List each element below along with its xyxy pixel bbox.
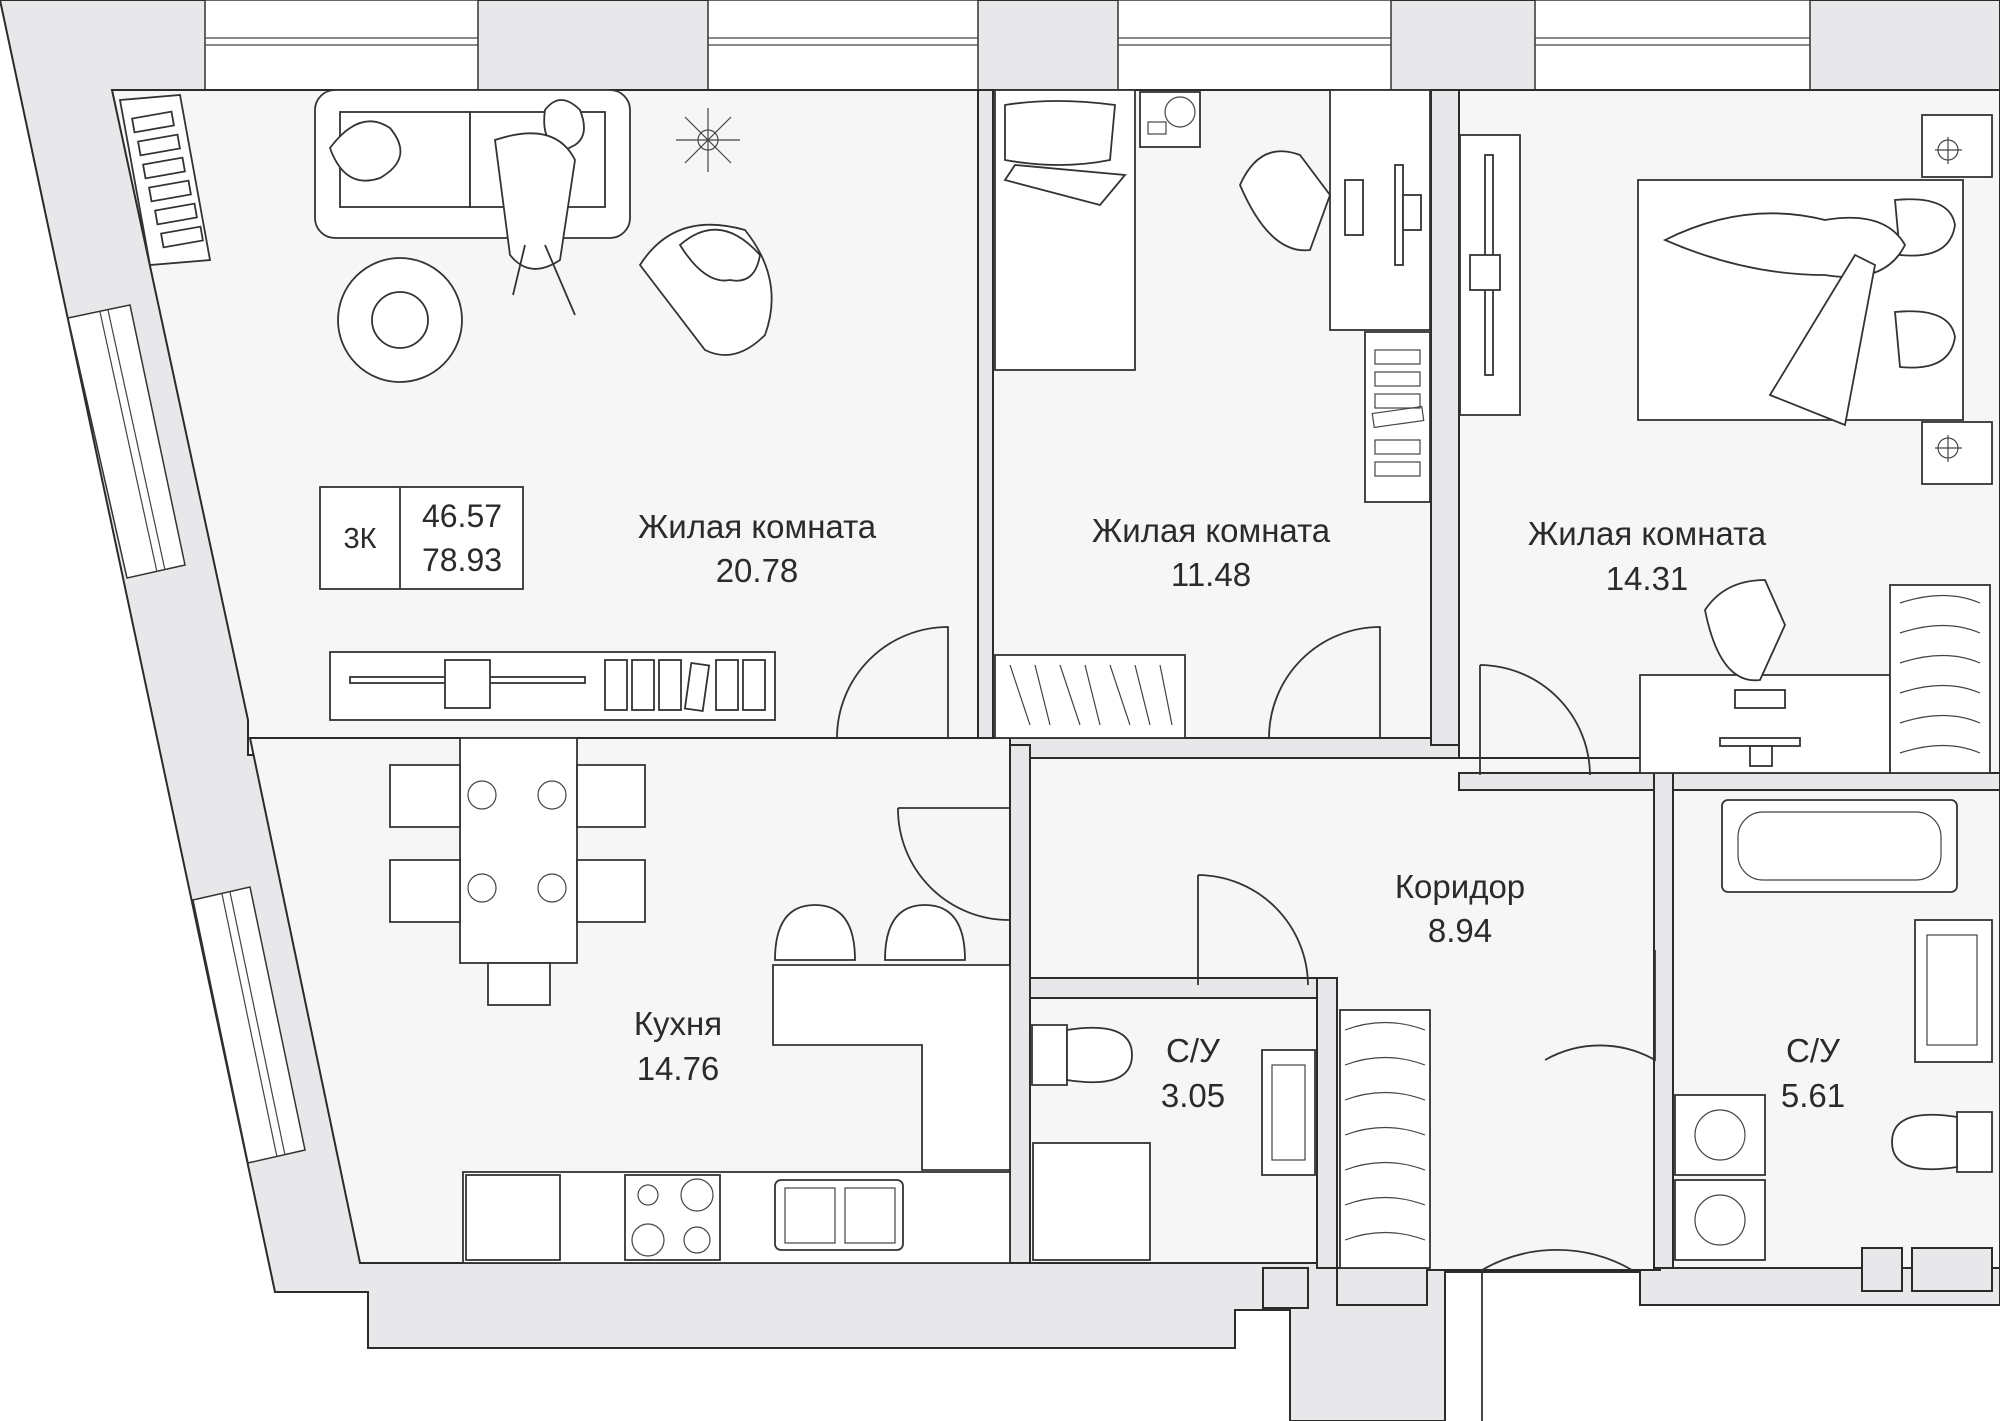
room-name-living-large: Жилая комната: [638, 508, 877, 545]
room-area-bathroom-small: 3.05: [1161, 1077, 1225, 1114]
living-room-small-furniture: [994, 89, 1431, 739]
room-name-corridor: Коридор: [1395, 868, 1525, 905]
living-area-value: 46.57: [422, 498, 502, 534]
top-windows: [204, 0, 1811, 91]
apartment-type-label: 3К: [343, 523, 376, 555]
kitchen-furniture: [389, 737, 1011, 1264]
room-area-corridor: 8.94: [1428, 912, 1492, 949]
room-area-bedroom: 14.31: [1606, 560, 1689, 597]
bedroom-furniture: [1459, 114, 1993, 774]
total-area-value: 78.93: [422, 542, 502, 578]
room-area-living-small: 11.48: [1171, 556, 1251, 593]
room-area-kitchen: 14.76: [637, 1050, 720, 1087]
room-name-living-small: Жилая комната: [1092, 512, 1331, 549]
room-labels: Жилая комната 20.78 Жилая комната 11.48 …: [634, 508, 1845, 1114]
room-name-kitchen: Кухня: [634, 1005, 722, 1042]
left-windows: [67, 304, 306, 1164]
room-name-bedroom: Жилая комната: [1528, 515, 1767, 552]
room-area-living-large: 20.78: [716, 552, 799, 589]
room-name-bathroom-small: С/У: [1166, 1032, 1221, 1069]
living-room-large-furniture: [118, 89, 776, 721]
room-floors: [110, 89, 2000, 1271]
area-badge: 3К 46.57 78.93: [319, 486, 524, 590]
room-name-bathroom-large: С/У: [1786, 1032, 1841, 1069]
doors: [836, 626, 1656, 1421]
bathroom-large-furniture: [1674, 799, 1993, 1261]
room-area-bathroom-large: 5.61: [1781, 1077, 1845, 1114]
bathroom-small-furniture: [1031, 1024, 1316, 1261]
interior-walls: [977, 89, 1993, 1309]
corridor-furniture: [1339, 1009, 1431, 1269]
